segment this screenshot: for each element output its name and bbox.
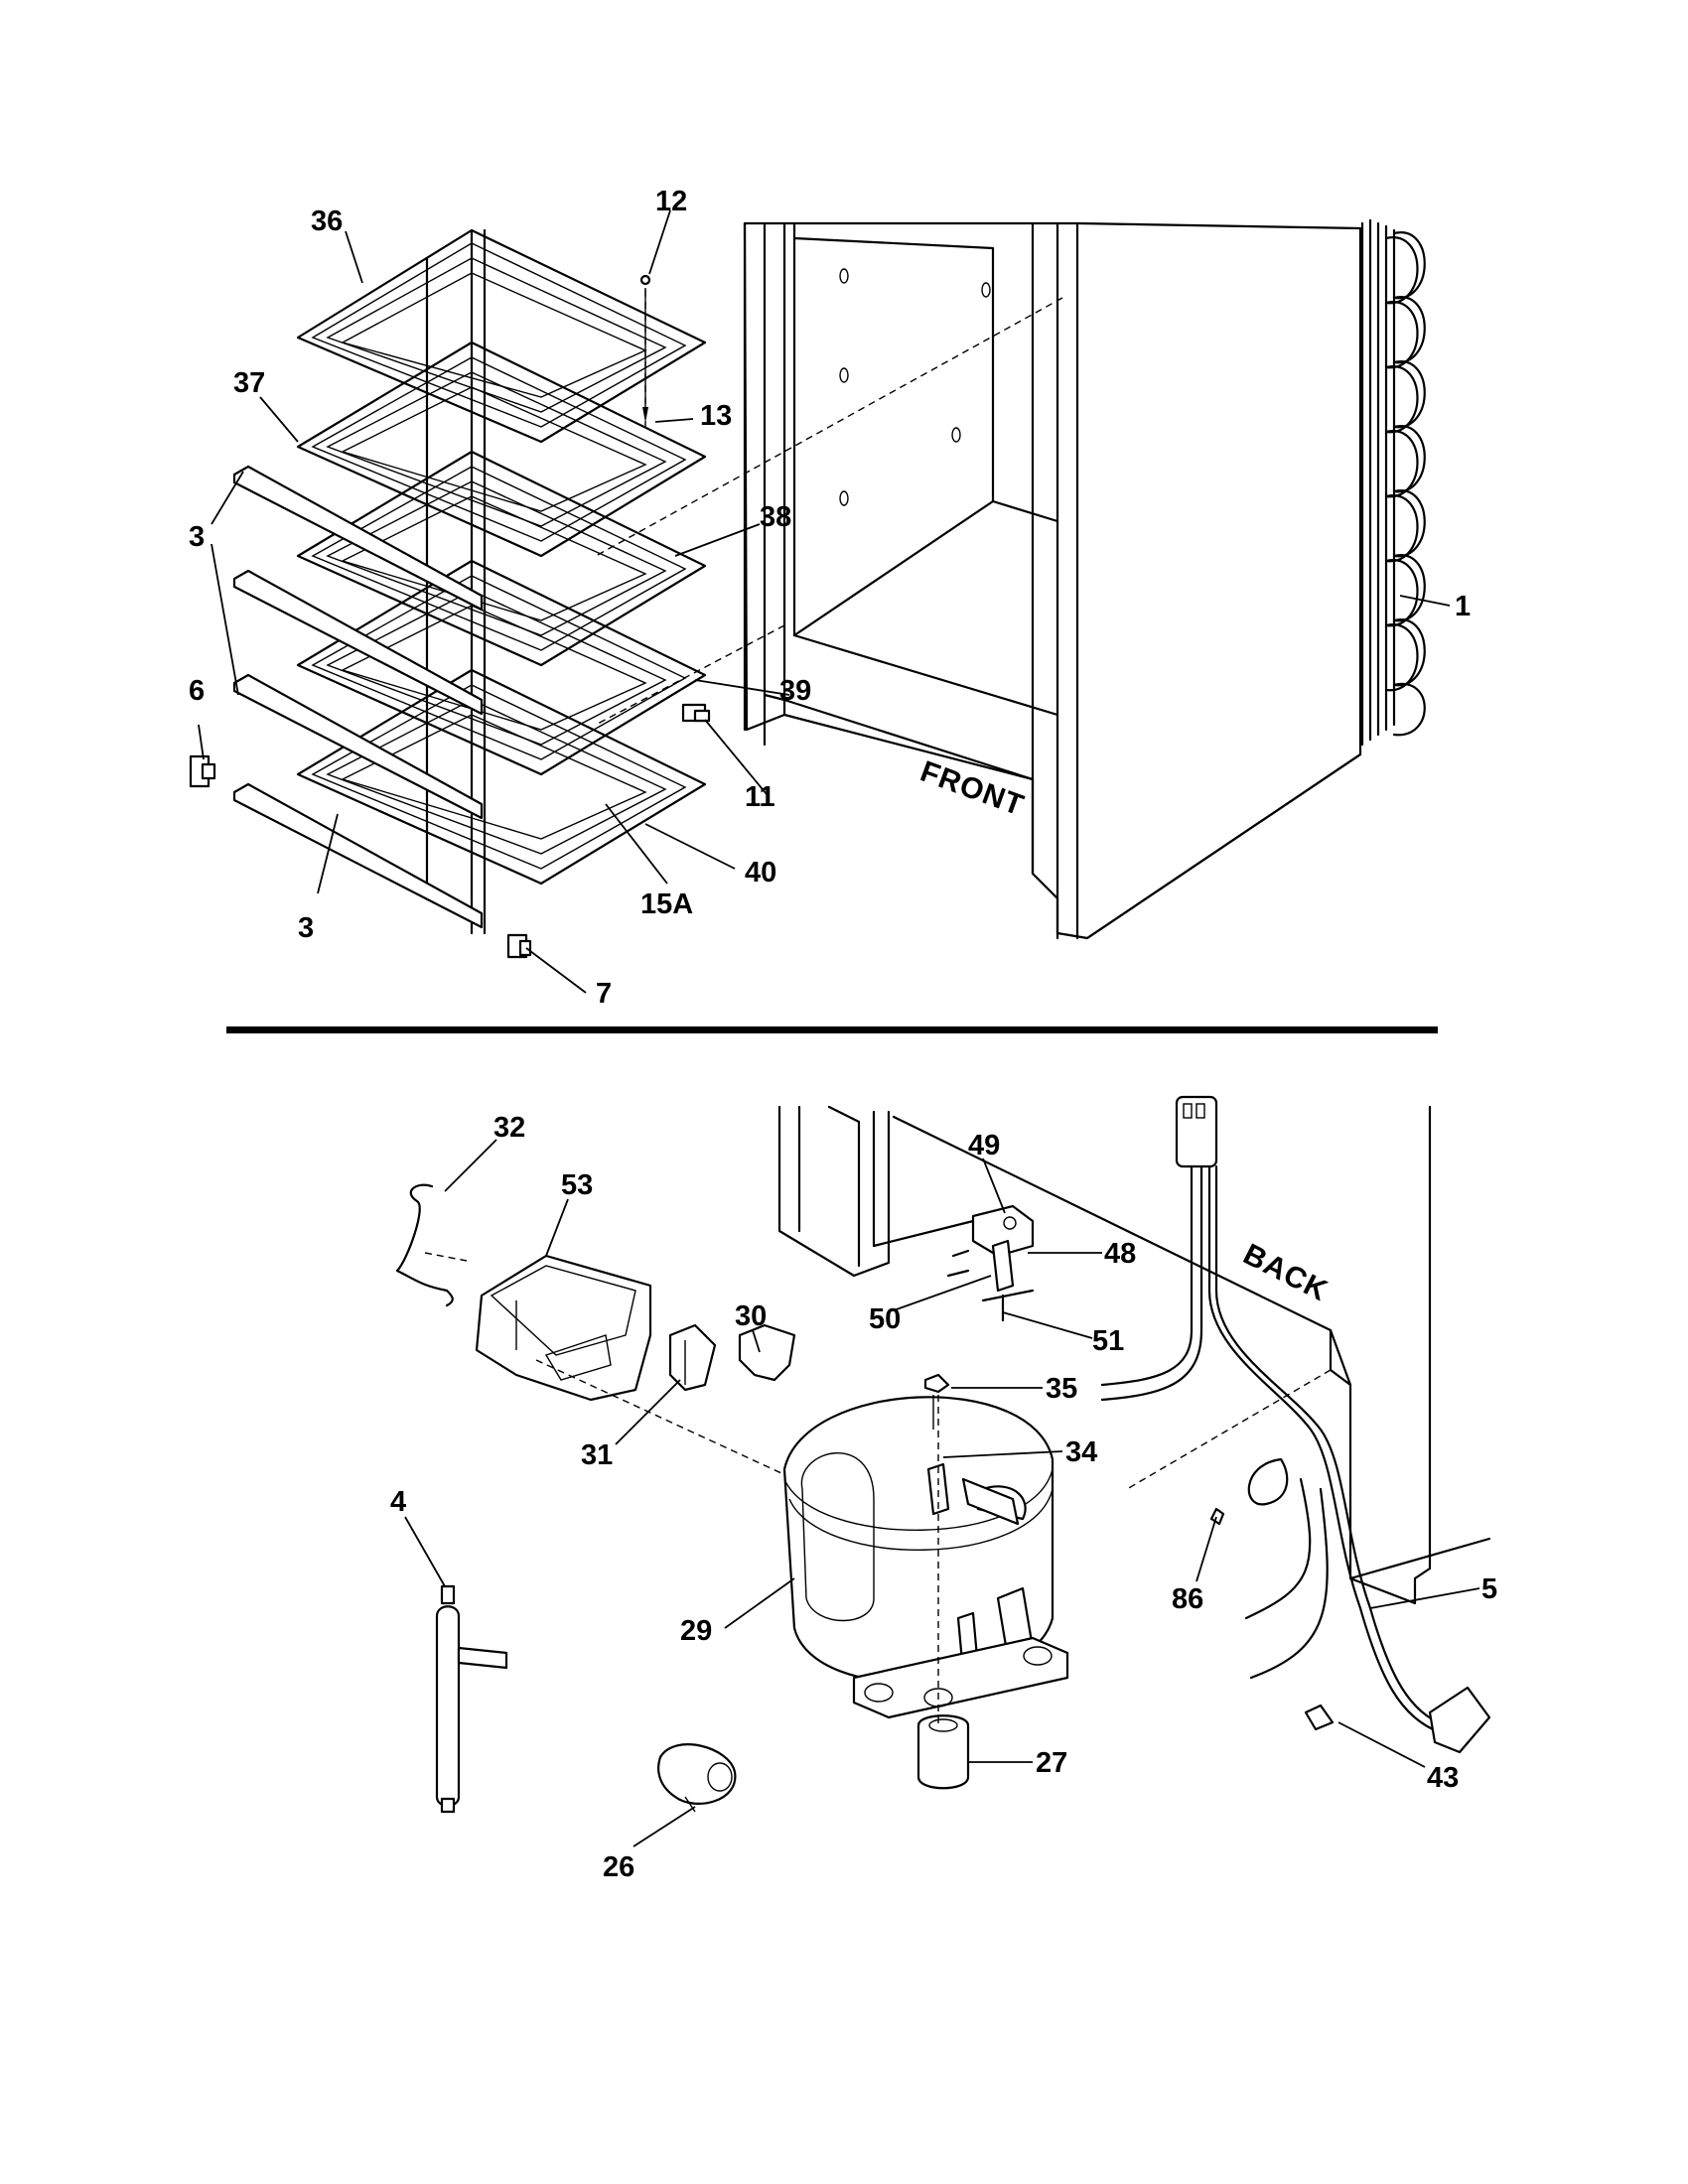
label-27: 27 <box>1036 1747 1067 1779</box>
filter-drier <box>435 1584 508 1814</box>
label-39: 39 <box>779 675 811 707</box>
label-11: 11 <box>745 781 775 813</box>
cabinet-shell <box>595 221 1362 940</box>
label-31: 31 <box>581 1439 613 1471</box>
label-29: 29 <box>680 1615 712 1647</box>
label-36: 36 <box>311 205 343 237</box>
condenser-coil <box>1360 218 1426 747</box>
grommet <box>657 1743 737 1813</box>
back-label: BACK <box>1238 1238 1334 1308</box>
label-15a: 15A <box>640 888 693 920</box>
shelf-rails <box>232 465 484 929</box>
label-3-upper: 3 <box>189 521 205 553</box>
hardware-parts <box>189 260 711 959</box>
label-34: 34 <box>1065 1436 1097 1468</box>
label-35: 35 <box>1046 1373 1077 1405</box>
label-30: 30 <box>735 1300 767 1332</box>
label-86: 86 <box>1172 1583 1203 1615</box>
cabinet-back <box>777 1105 1491 1605</box>
label-12: 12 <box>655 186 687 217</box>
electrical-components <box>395 1183 1035 1480</box>
label-32: 32 <box>493 1112 525 1144</box>
label-37: 37 <box>233 367 265 399</box>
label-50: 50 <box>869 1303 901 1335</box>
label-1: 1 <box>1455 591 1471 622</box>
label-40: 40 <box>745 857 776 888</box>
label-49: 49 <box>968 1130 1000 1161</box>
bottom-leaders <box>404 1139 1480 1847</box>
label-53: 53 <box>561 1169 593 1201</box>
label-6: 6 <box>189 675 205 707</box>
label-26: 26 <box>603 1851 634 1883</box>
top-labels: 36 12 37 13 38 3 39 6 11 40 15A 3 7 1 FR… <box>189 186 1471 1010</box>
label-43: 43 <box>1427 1762 1459 1794</box>
label-48: 48 <box>1104 1238 1136 1270</box>
label-13: 13 <box>700 400 732 432</box>
top-leaders <box>198 209 1451 994</box>
label-51: 51 <box>1092 1325 1124 1357</box>
label-4: 4 <box>390 1486 406 1518</box>
section-divider <box>226 1026 1438 1033</box>
label-7: 7 <box>596 978 612 1010</box>
label-3-lower: 3 <box>298 912 314 944</box>
evaporator-shelves <box>296 228 707 935</box>
label-5: 5 <box>1481 1573 1497 1605</box>
compressor <box>782 1373 1069 1790</box>
front-label: FRONT <box>916 755 1029 823</box>
label-38: 38 <box>760 501 791 533</box>
power-cord <box>1100 1095 1491 1754</box>
